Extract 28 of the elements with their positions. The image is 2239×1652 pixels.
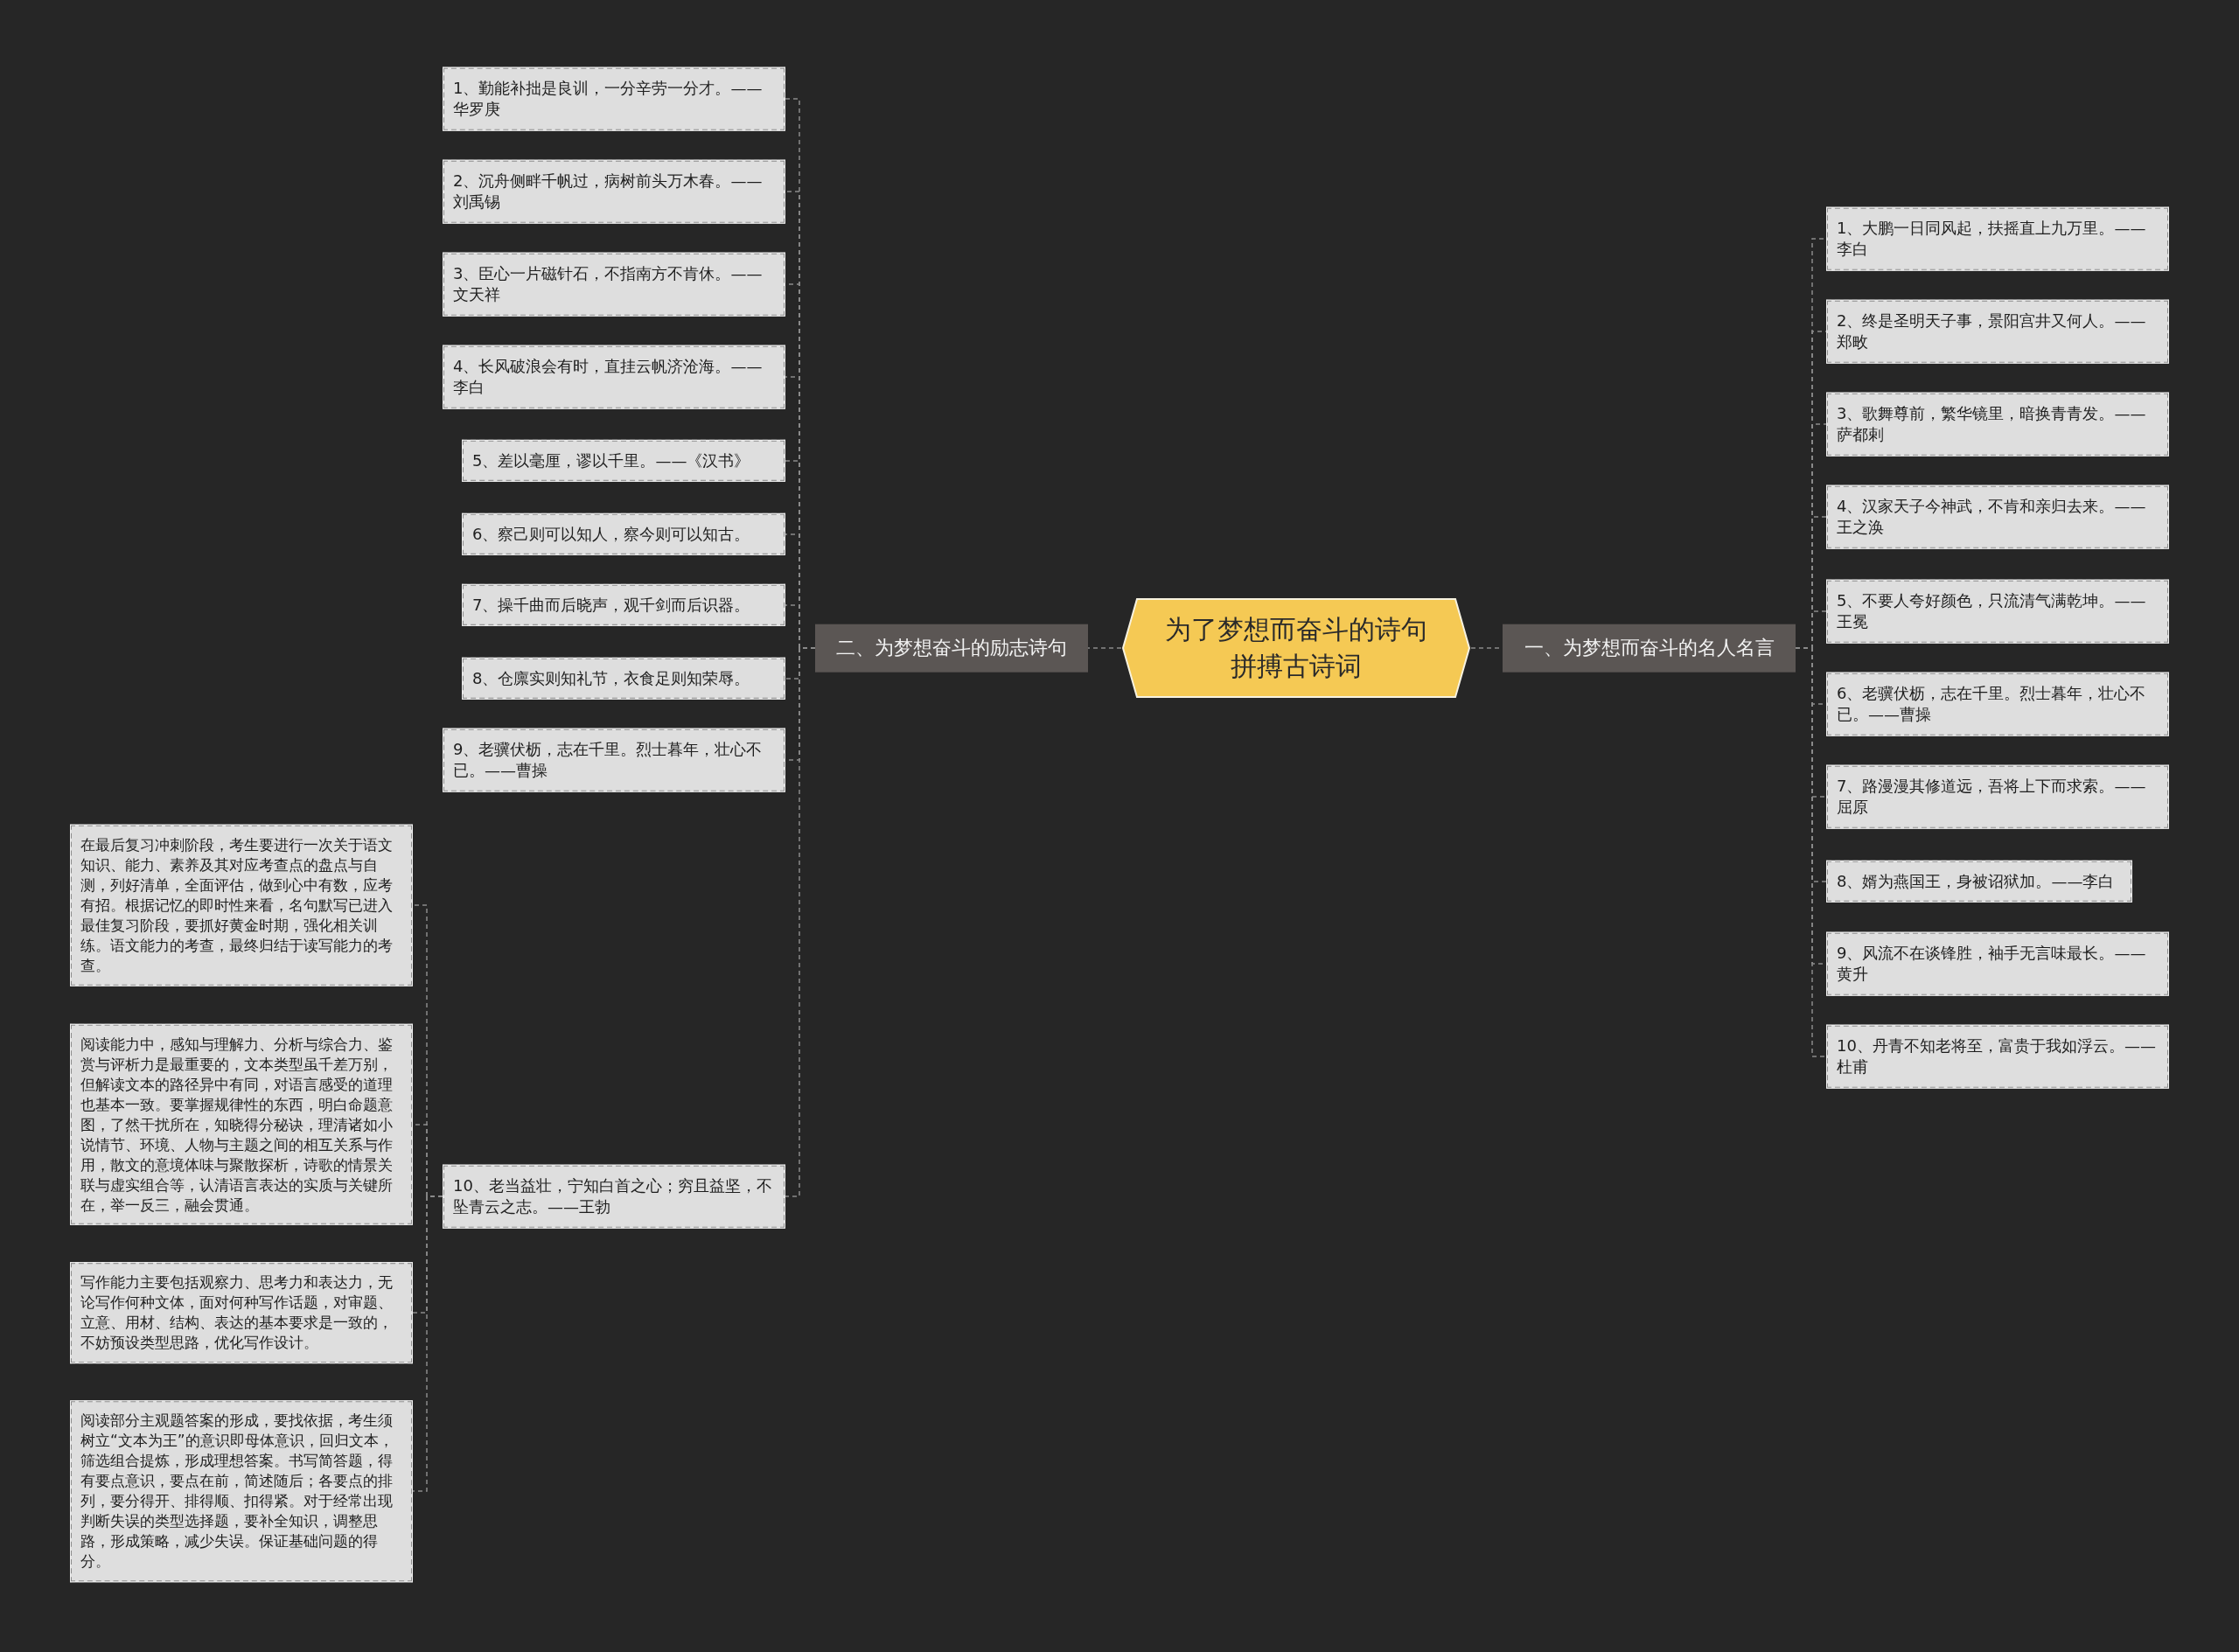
text-card: 9、老骥伏枥，志在千里。烈士暮年，壮心不已。——曹操	[443, 728, 785, 792]
text-card: 4、长风破浪会有时，直挂云帆济沧海。——李白	[443, 345, 785, 409]
branch-topic-box: 一、为梦想而奋斗的名人名言	[1503, 624, 1796, 673]
text-card: 4、汉家天子今神武，不肯和亲归去来。——王之涣	[1826, 484, 2169, 549]
text-card: 1、大鹏一日同风起，扶摇直上九万里。——李白	[1826, 206, 2169, 271]
text-card: 8、仓廪实则知礼节，衣食足则知荣辱。	[462, 657, 785, 701]
text-card: 6、察己则可以知人，察今则可以知古。	[462, 512, 785, 556]
text-card: 5、差以毫厘，谬以千里。——《汉书》	[462, 439, 785, 483]
text-card: 7、操千曲而后晓声，观千剑而后识器。	[462, 583, 785, 627]
text-card: 2、终是圣明天子事，景阳宫井又何人。——郑畋	[1826, 299, 2169, 364]
text-card: 6、老骥伏枥，志在千里。烈士暮年，壮心不已。——曹操	[1826, 672, 2169, 736]
text-card: 2、沉舟侧畔千帆过，病树前头万木春。——刘禹锡	[443, 159, 785, 224]
text-card: 3、歌舞尊前，繁华镜里，暗换青青发。——萨都剌	[1826, 392, 2169, 457]
text-card: 阅读部分主观题答案的形成，要找依据，考生须树立“文本为王”的意识即母体意识，回归文本，筛选组合提炼，形成理想答案。书写简答题，得有要点意识，要点在前，简述随后；各要点的排列，要分得开、排得顺、扣得紧。对于经常出现判断失误的类型选择题，要补全知识，调整思路，形成策略，减少失误。保证基础问题的得分。	[70, 1400, 413, 1582]
text-card: 1、勤能补拙是良训，一分辛劳一分才。——华罗庚	[443, 66, 785, 131]
text-card: 9、风流不在谈锋胜，袖手无言味最长。——黄升	[1826, 931, 2169, 996]
text-card: 5、不要人夸好颜色，只流清气满乾坤。——王冕	[1826, 579, 2169, 644]
text-card: 7、路漫漫其修道远，吾将上下而求索。——屈原	[1826, 764, 2169, 829]
central-topic-hexagon: 为了梦想而奋斗的诗句拼搏古诗词	[1121, 597, 1471, 699]
text-card: 在最后复习冲刺阶段，考生要进行一次关于语文知识、能力、素养及其对应考查点的盘点与自测，列好清单，全面评估，做到心中有数，应考有招。根据记忆的即时性来看，名句默写已进入最佳复习阶段，要抓好黄金时期，强化相关训练。语文能力的考查，最终归结于读写能力的考查。	[70, 824, 413, 986]
text-card: 8、婿为燕国王，身被诏狱加。——李白	[1826, 860, 2132, 903]
text-card: 10、老当益壮，宁知白首之心；穷且益坚，不坠青云之志。——王勃	[443, 1164, 785, 1229]
text-card: 写作能力主要包括观察力、思考力和表达力，无论写作何种文体，面对何种写作话题，对审题、立意、用材、结构、表达的基本要求是一致的，不妨预设类型思路，优化写作设计。	[70, 1262, 413, 1363]
connector-line	[1087, 647, 1122, 649]
branch-topic-box: 二、为梦想奋斗的励志诗句	[815, 624, 1088, 673]
text-card: 阅读能力中，感知与理解力、分析与综合力、鉴赏与评析力是最重要的，文本类型虽千差万别，但解读文本的路径异中有同，对语言感受的道理也基本一致。要掌握规律性的东西，明白命题意图，了然干扰所在，知晓得分秘诀，理清诸如小说情节、环境、人物与主题之间的相互关系与作用，散文的意境体味与聚散探析，诗歌的情景关联与虚实组合等，认清语言表达的实质与关键所在，举一反三，融会贯通。	[70, 1023, 413, 1226]
text-card: 3、臣心一片磁针石，不指南方不肯休。——文天祥	[443, 252, 785, 317]
text-card: 10、丹青不知老将至，富贵于我如浮云。——杜甫	[1826, 1024, 2169, 1089]
